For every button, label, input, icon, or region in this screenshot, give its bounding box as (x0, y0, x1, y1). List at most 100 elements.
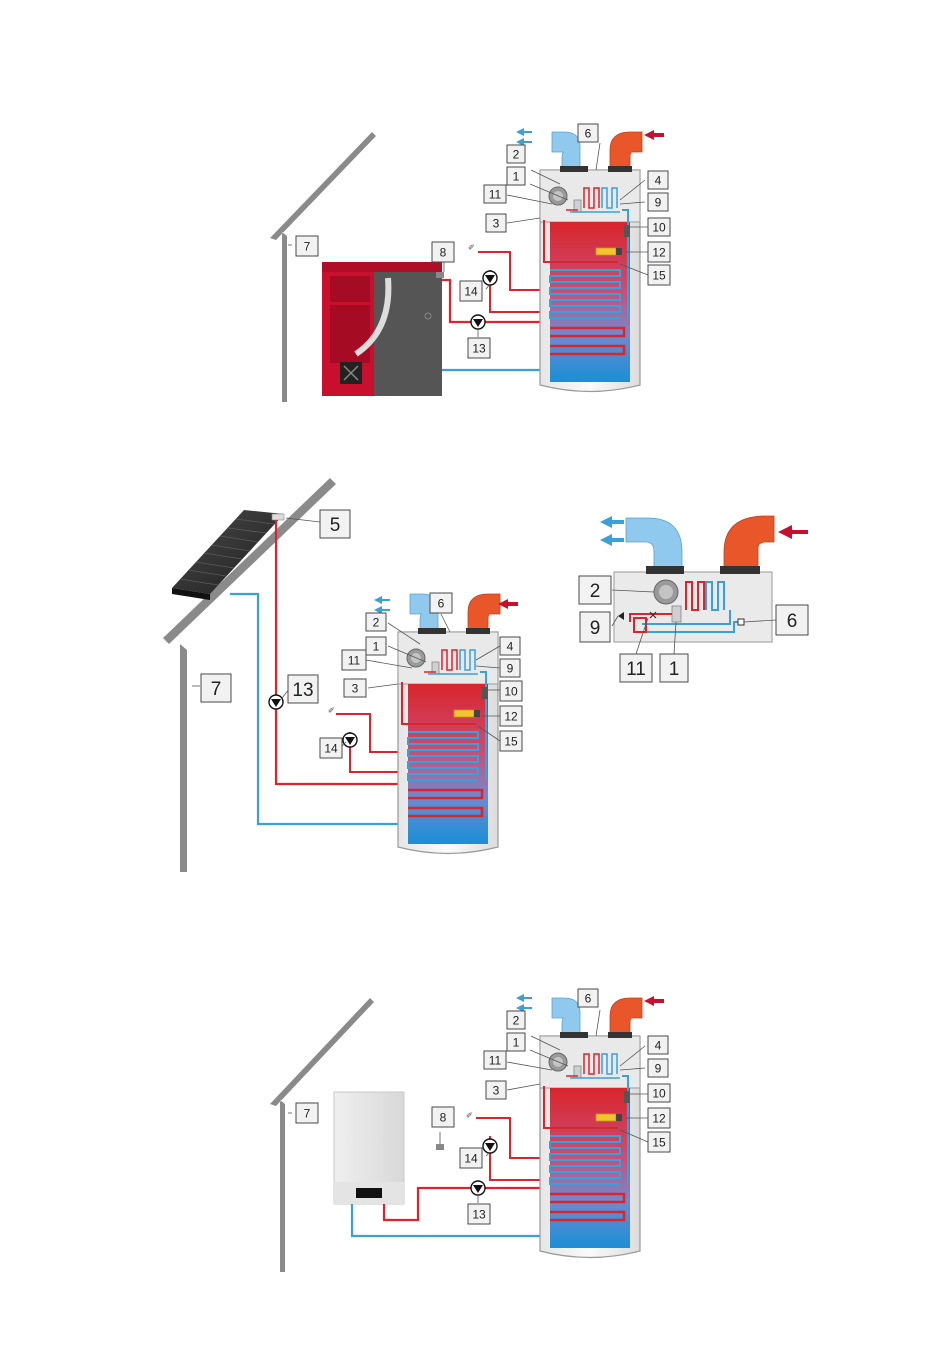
pump-icon (471, 1181, 485, 1195)
callout-number: 1 (513, 1036, 520, 1050)
callout-number: 3 (493, 217, 500, 231)
callout-solar-6: 6 (430, 593, 452, 613)
callout-gas-9: 9 (648, 1059, 668, 1077)
callout-detail-9: 9 (580, 612, 610, 642)
callout-number: 6 (787, 611, 798, 632)
callout-number: 11 (626, 659, 646, 680)
callout-number: 9 (590, 618, 601, 639)
boiler-flow-pipe (442, 280, 548, 322)
arrow-left-icon (516, 128, 532, 146)
callout-detail-11: 11 (620, 654, 652, 682)
callout-solar-7: 7 (201, 674, 231, 702)
callout-number: 10 (652, 221, 666, 235)
callout-gas-1: 1 (507, 1033, 525, 1051)
callout-boiler-9: 9 (648, 193, 668, 211)
callout-gas-7: 7 (296, 1103, 318, 1123)
callout-labels: 1234678910111213141512345679101112131415… (201, 124, 808, 1224)
callout-number: 14 (464, 1152, 478, 1166)
callout-number: 11 (489, 188, 502, 202)
callout-number: 14 (324, 742, 338, 756)
callout-number: 15 (652, 269, 666, 283)
arrow-left-icon (778, 525, 808, 539)
callout-gas-2: 2 (507, 1011, 525, 1029)
pump-icon (483, 1139, 497, 1153)
callout-number: 4 (507, 640, 514, 654)
callout-solar-1: 1 (366, 637, 386, 655)
callout-gas-15: 15 (648, 1132, 670, 1152)
callout-gas-11: 11 (484, 1051, 506, 1069)
callout-solar-13: 13 (288, 675, 318, 703)
callout-gas-13: 13 (468, 1204, 490, 1224)
callout-number: 6 (438, 597, 445, 611)
callout-number: 2 (513, 148, 520, 162)
callout-number: 1 (513, 170, 520, 184)
callout-boiler-1: 1 (507, 167, 525, 185)
callout-solar-2: 2 (366, 613, 386, 631)
callout-detail-2: 2 (579, 576, 611, 604)
callout-number: 10 (652, 1087, 666, 1101)
arrow-left-icon (644, 996, 664, 1006)
callout-number: 4 (655, 1039, 662, 1053)
callout-number: 15 (652, 1136, 666, 1150)
arrow-left-icon (516, 994, 532, 1012)
callout-boiler-13: 13 (468, 338, 490, 358)
callout-number: 8 (440, 246, 447, 260)
pump-icon (269, 695, 283, 709)
callout-number: 2 (590, 581, 601, 602)
callout-number: 12 (652, 246, 666, 260)
callout-boiler-7: 7 (296, 236, 318, 256)
pellet-boiler (322, 262, 442, 396)
callout-boiler-8: 8 (432, 242, 454, 262)
pump-icon (343, 733, 357, 747)
callout-boiler-6: 6 (578, 124, 598, 142)
callout-gas-8: 8 (432, 1107, 454, 1127)
callout-gas-12: 12 (648, 1108, 670, 1128)
callout-boiler-2: 2 (507, 145, 525, 163)
callout-number: 3 (352, 682, 359, 696)
tap-icon: ✐ (328, 706, 335, 715)
tap-icon: ✐ (466, 1111, 473, 1120)
callout-number: 13 (472, 342, 486, 356)
pump-icon (471, 315, 485, 329)
arrow-left-icon (498, 599, 518, 609)
callout-number: 7 (304, 1107, 311, 1121)
callout-gas-3: 3 (486, 1081, 506, 1099)
callout-gas-10: 10 (648, 1084, 670, 1102)
callout-number: 4 (655, 174, 662, 188)
callout-number: 5 (330, 515, 341, 536)
callout-boiler-4: 4 (648, 171, 668, 189)
callout-solar-9: 9 (500, 659, 520, 677)
callout-detail-6: 6 (776, 605, 808, 635)
callout-boiler-10: 10 (648, 218, 670, 236)
callout-number: 11 (489, 1054, 502, 1068)
callout-number: 2 (373, 616, 380, 630)
callout-detail-1: 1 (660, 654, 688, 682)
diagram-gas: ✐ (270, 994, 664, 1272)
callout-solar-11: 11 (342, 650, 366, 670)
arrow-left-icon (374, 596, 390, 614)
callout-boiler-11: 11 (484, 185, 506, 203)
gas-return-pipe (352, 1204, 548, 1236)
callout-number: 3 (493, 1084, 500, 1098)
callout-number: 2 (513, 1014, 520, 1028)
callout-solar-10: 10 (500, 681, 522, 701)
callout-solar-5: 5 (320, 510, 350, 538)
callout-number: 14 (464, 285, 478, 299)
callout-number: 7 (211, 679, 222, 700)
hot-air-duct (724, 516, 774, 572)
callout-number: 13 (472, 1208, 486, 1222)
pump-icon (483, 271, 497, 285)
callout-boiler-15: 15 (648, 265, 670, 285)
gas-flow-pipe (384, 1188, 548, 1220)
gas-boiler (334, 1092, 404, 1204)
callout-number: 7 (304, 240, 311, 254)
tap-icon: ✐ (468, 243, 475, 252)
callout-boiler-12: 12 (648, 242, 670, 262)
callout-solar-3: 3 (344, 679, 366, 697)
callout-gas-4: 4 (648, 1036, 668, 1054)
callout-number: 12 (504, 710, 518, 724)
callout-number: 11 (348, 654, 361, 668)
callout-number: 9 (655, 196, 662, 210)
callout-boiler-14: 14 (460, 281, 482, 301)
